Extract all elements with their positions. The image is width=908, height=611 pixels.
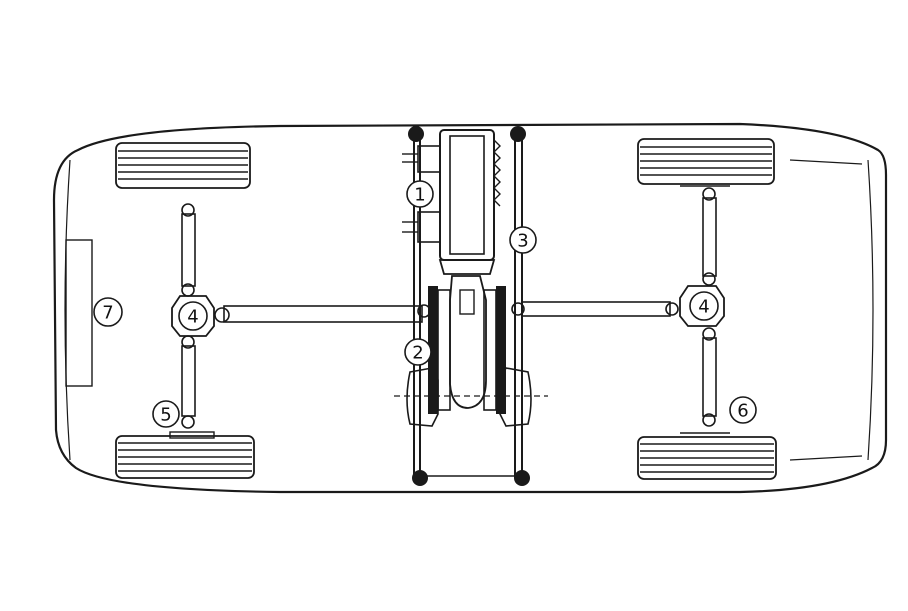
transmission [394, 275, 548, 427]
callout-5: 5 [152, 400, 180, 428]
wheel-rear-right [115, 431, 255, 479]
callout-2: 2 [404, 338, 432, 366]
rear-differential [171, 295, 215, 337]
callout-1: 1 [406, 180, 434, 208]
rear-axle [181, 203, 196, 429]
wheel-front-left [637, 138, 775, 187]
wheel-front-right [637, 432, 777, 480]
callout-4-front-label: 4 [698, 297, 709, 318]
callout-6-label: 6 [737, 401, 748, 422]
body-outline [52, 122, 888, 494]
rear-panel [65, 239, 93, 387]
callout-3-label: 3 [517, 231, 528, 252]
front-differential [679, 285, 725, 327]
rear-drive-shaft [214, 304, 431, 323]
engine-block [402, 129, 501, 275]
front-axle [702, 187, 717, 427]
callout-1-label: 1 [414, 185, 425, 206]
callout-7-label: 7 [102, 303, 113, 324]
callout-3: 3 [509, 226, 537, 254]
callout-5-label: 5 [160, 405, 171, 426]
callout-2-label: 2 [412, 343, 423, 364]
callout-4-rear: 4 [178, 301, 208, 331]
front-drive-shaft [511, 301, 679, 317]
callout-4-front: 4 [689, 291, 719, 321]
wheel-rear-left [115, 142, 251, 189]
callout-7: 7 [93, 297, 123, 327]
callout-4-rear-label: 4 [187, 307, 198, 328]
callout-6: 6 [729, 396, 757, 424]
